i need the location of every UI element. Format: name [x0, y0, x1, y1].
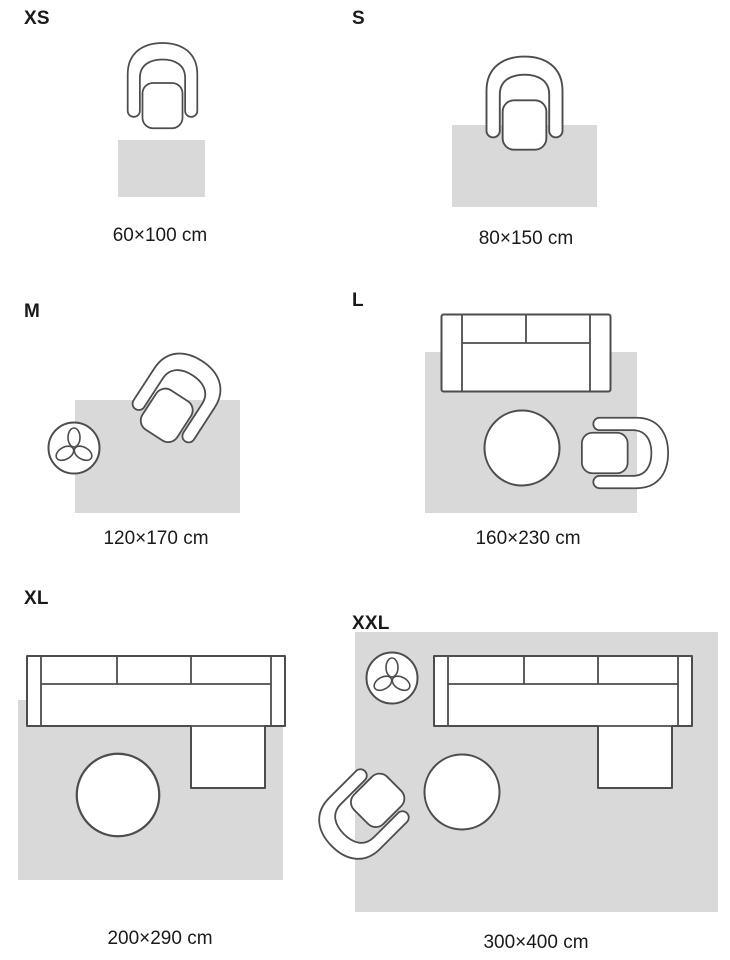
size-card-l: L 160×230 cm [330, 285, 730, 575]
dimension-label: 80×150 cm [478, 228, 574, 249]
armchair-icon [485, 55, 564, 151]
size-label: XL [24, 588, 49, 609]
size-card-s: S 80×150 cm [330, 0, 665, 280]
dimension-label: 200×290 cm [107, 928, 213, 949]
illustration-l [425, 313, 669, 513]
dimension-label: 120×170 cm [103, 528, 209, 549]
dimension-label: 160×230 cm [475, 528, 581, 549]
illustration-xxl [305, 632, 718, 912]
plant-side-table-icon [365, 651, 419, 705]
sofa-icon [440, 313, 612, 393]
pouf-icon [483, 409, 561, 487]
size-label: M [24, 301, 41, 322]
plant-side-table-icon [47, 421, 101, 475]
rug [118, 140, 205, 197]
armchair-icon [126, 42, 199, 130]
size-label: XS [24, 8, 50, 29]
dimension-label: 300×400 cm [483, 932, 589, 953]
pouf-icon [75, 752, 161, 838]
size-card-xxl: XXL 300×400 cm [305, 580, 730, 960]
illustration-xs [118, 42, 205, 197]
size-label: S [352, 8, 365, 29]
armchair-icon [581, 416, 669, 490]
illustration-xl [18, 655, 286, 880]
size-card-xl: XL 200×290 cm [0, 580, 365, 960]
illustration-s [452, 55, 597, 207]
size-label: XXL [352, 613, 390, 634]
size-card-m: M 120×170 cm [0, 285, 365, 575]
illustration-m [47, 340, 240, 513]
size-card-xs: XS 60×100 cm [0, 0, 365, 280]
size-label: L [352, 290, 364, 311]
pouf-icon [423, 753, 501, 831]
dimension-label: 60×100 cm [112, 225, 208, 246]
